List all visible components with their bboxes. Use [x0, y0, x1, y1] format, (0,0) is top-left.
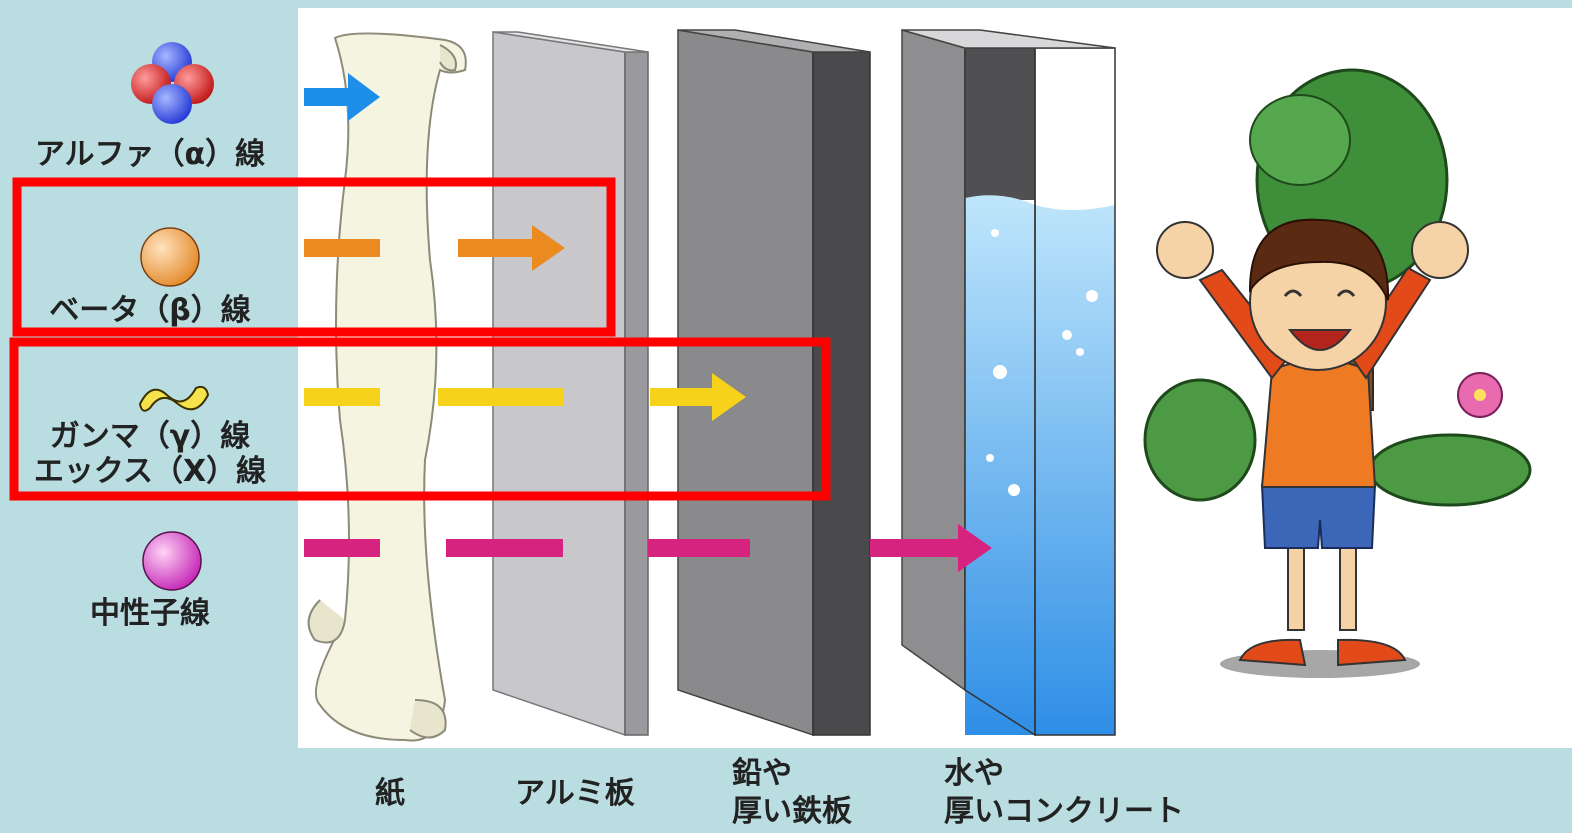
highlight-box-beta: [12, 177, 616, 337]
water-label-line2: 厚いコンクリート: [944, 794, 1184, 829]
paper-label: 紙: [375, 776, 405, 811]
alpha-particle-icon: [131, 42, 214, 124]
water-label-line1: 水や: [944, 756, 1004, 791]
alpha-ray-label: アルファ（α）線: [34, 137, 266, 172]
neutron-ray-label: 中性子線: [90, 596, 210, 631]
highlight-box-gamma: [9, 337, 831, 501]
water-tank: [901, 29, 1116, 737]
beta-ray-label: ベータ（β）線: [49, 293, 251, 328]
lead-plate: [677, 29, 871, 737]
beta-ray-arrows: [304, 225, 565, 271]
aluminum-plate: [492, 31, 649, 737]
aluminum-label: アルミ板: [515, 776, 635, 811]
xray-label: エックス（X）線: [33, 454, 267, 489]
alpha-ray-arrow: [304, 73, 380, 121]
paper-sheet: [307, 32, 467, 742]
lead-label-line1: 鉛や: [732, 756, 792, 791]
gamma-ray-arrows: [304, 373, 746, 421]
child-illustration: [1143, 68, 1532, 678]
neutron-ray-arrows: [304, 524, 992, 572]
gamma-wave-icon: [138, 385, 210, 412]
gamma-ray-label: ガンマ（γ）線: [49, 419, 251, 454]
neutron-particle-icon: [142, 531, 202, 591]
lead-label-line2: 厚い鉄板: [732, 794, 852, 829]
beta-particle-icon: [140, 227, 200, 287]
